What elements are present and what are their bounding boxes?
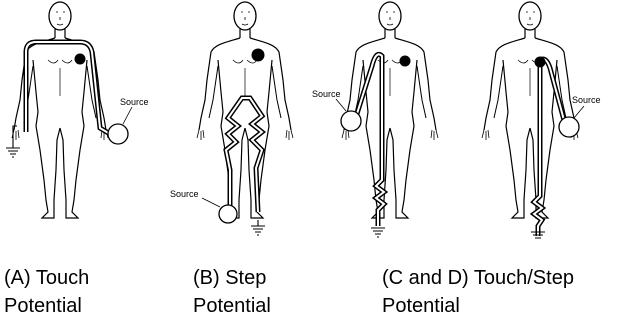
caption-b-line2: Potential — [193, 292, 271, 320]
caption-cd-line1: (C and D) Touch/Step — [382, 264, 574, 292]
caption-cd-line2: Potential — [382, 292, 574, 320]
caption-a: (A) Touch Potential — [4, 264, 89, 320]
figure-d-touch-step: Source — [482, 2, 601, 240]
caption-cd: (C and D) Touch/Step Potential — [382, 264, 574, 320]
figure-b-step: Source — [170, 2, 293, 235]
source-label-b: Source — [170, 189, 199, 199]
source-label-a: Source — [120, 97, 149, 107]
caption-b: (B) Step Potential — [193, 264, 271, 320]
caption-a-line2: Potential — [4, 292, 89, 320]
source-label-d: Source — [572, 95, 601, 105]
caption-b-line1: (B) Step — [193, 264, 271, 292]
source-label-c: Source — [312, 89, 341, 99]
shock-path-figure: Source Source Source Source — [0, 0, 618, 240]
figure-a-touch: Source — [6, 2, 149, 218]
figure-c-touch-step: Source — [312, 2, 438, 237]
caption-a-line1: (A) Touch — [4, 264, 89, 292]
